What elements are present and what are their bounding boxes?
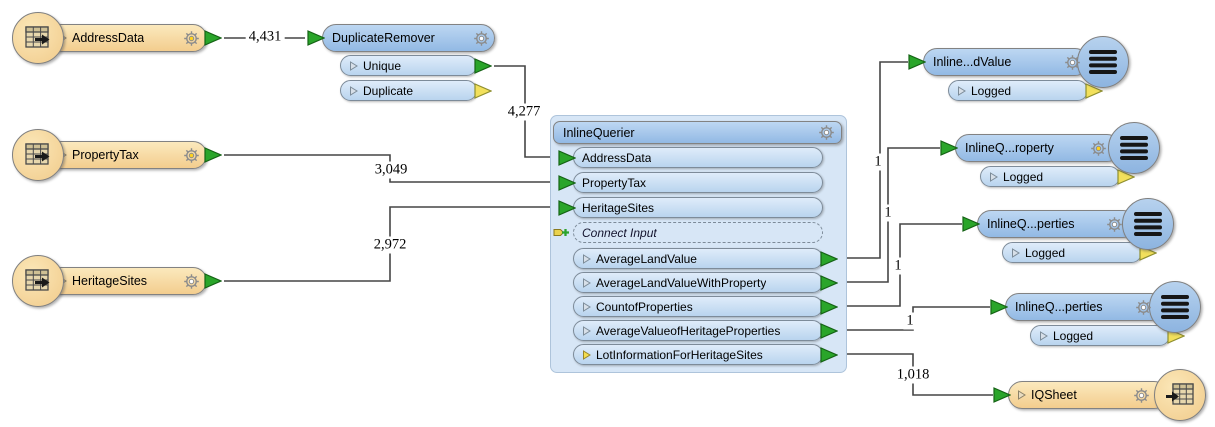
feature-count-label: 1 xyxy=(871,153,885,171)
logger-icon[interactable] xyxy=(1077,36,1129,88)
transformer-node-duplicateremover[interactable]: DuplicateRemover xyxy=(307,24,495,52)
inlinequerier-output-averagevalueofheritageproperties[interactable]: AverageValueofHeritageProperties xyxy=(573,320,838,341)
output-arrow-icon[interactable] xyxy=(204,147,222,163)
input-arrow-icon[interactable] xyxy=(993,387,1011,403)
port-triangle-icon xyxy=(349,85,358,96)
output-arrow-icon[interactable] xyxy=(820,274,838,291)
port-triangle-icon xyxy=(1039,330,1048,341)
input-arrow-icon[interactable] xyxy=(558,199,576,216)
inlinequerier-connect-input[interactable]: Connect Input xyxy=(553,222,823,243)
input-arrow-icon[interactable] xyxy=(307,30,325,46)
logger2-port-logged[interactable]: Logged xyxy=(980,166,1135,187)
port-triangle-icon xyxy=(349,60,358,71)
writer-table-icon[interactable] xyxy=(1154,369,1206,421)
output-arrow-icon[interactable] xyxy=(474,82,492,99)
logger-icon[interactable] xyxy=(1149,281,1201,333)
input-arrow-icon[interactable] xyxy=(940,140,958,156)
inlinequerier-input-heritagesites[interactable]: HeritageSites xyxy=(558,197,823,218)
output-arrow-icon[interactable] xyxy=(1085,82,1103,99)
feature-count-label: 3,049 xyxy=(371,161,411,179)
port-triangle-icon xyxy=(1011,247,1020,258)
input-arrow-icon[interactable] xyxy=(962,216,980,232)
output-arrow-icon[interactable] xyxy=(204,273,222,289)
output-arrow-icon[interactable] xyxy=(820,298,838,315)
inlinequerier-output-averagelandvaluewithproperty[interactable]: AverageLandValueWithProperty xyxy=(573,272,838,293)
port-triangle-icon xyxy=(582,277,591,288)
gear-icon[interactable] xyxy=(1135,299,1152,316)
output-arrow-icon[interactable] xyxy=(820,346,838,363)
port-triangle-icon xyxy=(582,253,591,264)
gear-icon[interactable] xyxy=(473,30,490,47)
output-arrow-icon[interactable] xyxy=(204,30,222,46)
port-triangle-icon xyxy=(582,349,591,360)
port-triangle-icon xyxy=(989,171,998,182)
inlinequerier-output-averagelandvalue[interactable]: AverageLandValue xyxy=(573,248,838,269)
logger-node-inlineqperties-2[interactable]: InlineQ...perties xyxy=(990,293,1165,321)
feature-count-label: 1 xyxy=(881,204,895,222)
port-triangle-icon xyxy=(957,85,966,96)
inlinequerier-input-propertytax[interactable]: PropertyTax xyxy=(558,172,823,193)
gear-icon[interactable] xyxy=(183,273,200,290)
duplicateremover-port-duplicate[interactable]: Duplicate xyxy=(340,80,492,101)
logger-icon[interactable] xyxy=(1122,198,1174,250)
feature-count-label: 2,972 xyxy=(370,236,410,254)
reader-table-icon[interactable] xyxy=(12,12,64,64)
node-title: InlineQuerier xyxy=(563,125,635,140)
transformer-inlinequerier-header[interactable]: InlineQuerier xyxy=(553,121,842,144)
feature-count-label: 1 xyxy=(891,257,905,275)
output-arrow-icon[interactable] xyxy=(820,322,838,339)
gear-icon[interactable] xyxy=(818,124,835,141)
reader-table-icon[interactable] xyxy=(12,129,64,181)
reader-table-icon[interactable] xyxy=(12,255,64,307)
input-arrow-icon[interactable] xyxy=(558,149,576,166)
gear-icon[interactable] xyxy=(1106,216,1123,233)
gear-icon[interactable] xyxy=(1133,387,1150,404)
input-arrow-icon[interactable] xyxy=(990,299,1008,315)
port-triangle-icon xyxy=(582,325,591,336)
duplicateremover-port-unique[interactable]: Unique xyxy=(340,55,492,76)
feature-count-label: 1 xyxy=(903,312,917,330)
port-triangle-icon xyxy=(1017,390,1026,400)
gear-icon[interactable] xyxy=(1064,54,1081,71)
input-arrow-icon[interactable] xyxy=(908,54,926,70)
output-arrow-icon[interactable] xyxy=(474,57,492,74)
feature-count-label: 1,018 xyxy=(893,366,933,384)
logger-node-inlinedvalue[interactable]: Inline...dValue xyxy=(908,48,1089,76)
inlinequerier-input-addressdata[interactable]: AddressData xyxy=(558,147,823,168)
inlinequerier-output-lotinformationforheritagesites[interactable]: LotInformationForHeritageSites xyxy=(573,344,838,365)
gear-icon[interactable] xyxy=(183,30,200,47)
output-arrow-icon[interactable] xyxy=(820,250,838,267)
port-triangle-icon xyxy=(582,301,591,312)
logger1-port-logged[interactable]: Logged xyxy=(948,80,1103,101)
add-input-icon[interactable] xyxy=(553,225,570,241)
logger3-port-logged[interactable]: Logged xyxy=(1002,242,1157,263)
inlinequerier-output-countofproperties[interactable]: CountofProperties xyxy=(573,296,838,317)
gear-icon[interactable] xyxy=(183,147,200,164)
feature-count-label: 4,431 xyxy=(245,28,285,46)
logger-icon[interactable] xyxy=(1108,122,1160,174)
feature-count-label: 4,277 xyxy=(504,103,544,121)
logger4-port-logged[interactable]: Logged xyxy=(1030,325,1185,346)
input-arrow-icon[interactable] xyxy=(558,174,576,191)
gear-icon[interactable] xyxy=(1090,140,1107,157)
